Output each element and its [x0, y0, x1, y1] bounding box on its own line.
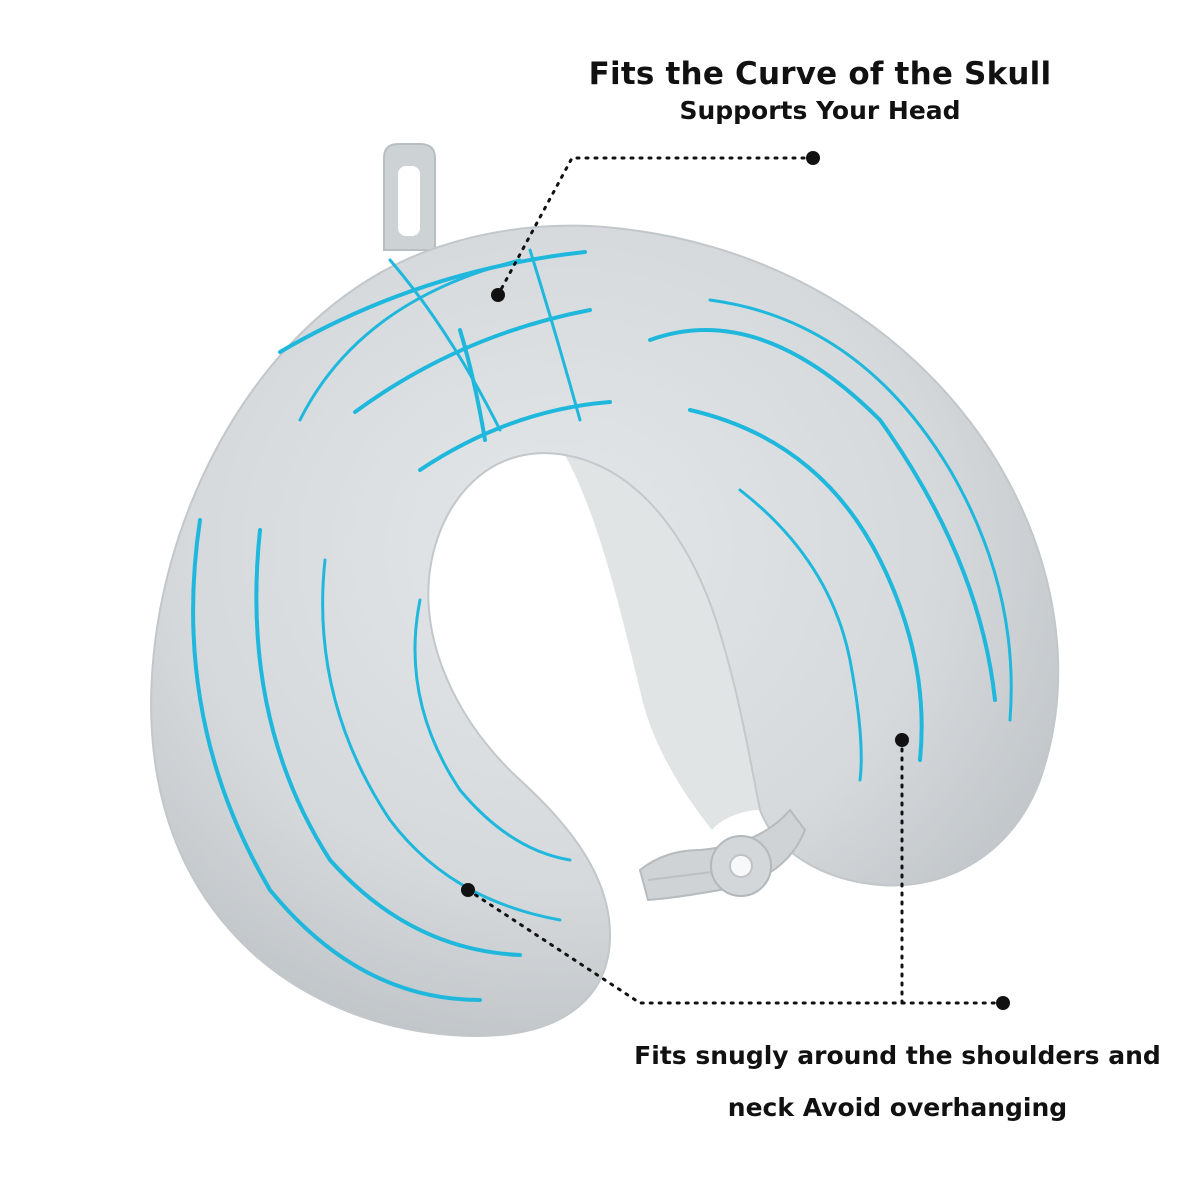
bottom-callout-line1: Fits snugly around the shoulders and: [634, 1041, 1161, 1070]
pillow-body: [150, 224, 1060, 1037]
snap-strap: [638, 808, 807, 902]
bottom-callout: Fits snugly around the shoulders and nec…: [600, 1030, 1195, 1134]
callout-dot-bottom-end: [996, 996, 1010, 1010]
callout-subtitle: Supports Your Head: [679, 96, 961, 125]
callout-title: Fits the Curve of the Skull: [588, 56, 1052, 92]
top-callout: Fits the Curve of the Skull Supports You…: [560, 54, 1080, 128]
hanging-loop: [383, 143, 436, 251]
bottom-callout-line2: neck Avoid overhanging: [727, 1093, 1068, 1122]
callout-dot-top-end: [806, 151, 820, 165]
callout-leaders: [461, 151, 1010, 1010]
callout-dot-left: [461, 883, 475, 897]
callout-dot-right: [895, 733, 909, 747]
callout-dot-top-start: [491, 288, 505, 302]
contour-lines: [191, 248, 1013, 1002]
